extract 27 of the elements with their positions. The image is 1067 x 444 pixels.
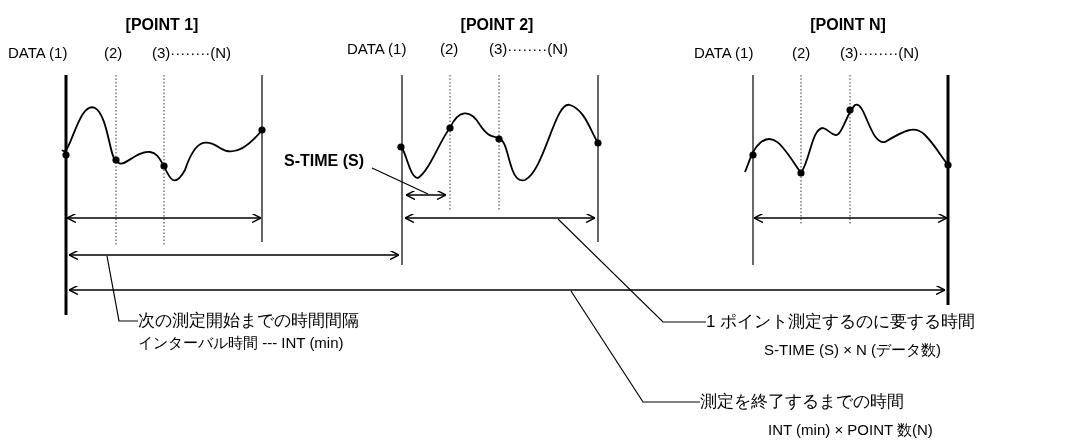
data-label: (3)········(N): [152, 44, 232, 62]
section-title: [POINT N]: [810, 16, 886, 34]
data-label: (3)········(N): [840, 44, 920, 62]
section-title: [POINT 2]: [460, 16, 534, 34]
callout-text: 次の測定開始までの時間間隔: [138, 310, 359, 332]
leader-line: [557, 218, 707, 323]
data-label: DATA (1): [347, 40, 407, 58]
dimension-line: [68, 249, 400, 261]
leader-line: [106, 255, 139, 322]
dimension-line: [68, 284, 946, 296]
callout-text: S-TIME (S): [284, 151, 364, 171]
data-label: DATA (1): [694, 44, 754, 62]
data-label: (2): [104, 44, 123, 62]
section-title: [POINT 1]: [125, 16, 199, 34]
data-label: DATA (1): [8, 44, 68, 62]
callout-text: 1 ポイント測定するのに要する時間: [706, 311, 976, 333]
formula-text: S-TIME (S) × N (データ数): [764, 340, 943, 360]
data-label: (2): [792, 44, 811, 62]
formula-text: インターバル時間 --- INT (min): [138, 333, 345, 353]
leader-line: [570, 290, 701, 403]
leader-line: [371, 167, 429, 195]
data-label: (3)········(N): [489, 40, 569, 58]
dimension-line: [404, 212, 596, 224]
dimension-line: [405, 189, 447, 201]
callout-text: 測定を終了するまでの時間: [700, 391, 905, 413]
data-label: (2): [440, 40, 459, 58]
formula-text: INT (min) × POINT 数(N): [768, 420, 933, 440]
